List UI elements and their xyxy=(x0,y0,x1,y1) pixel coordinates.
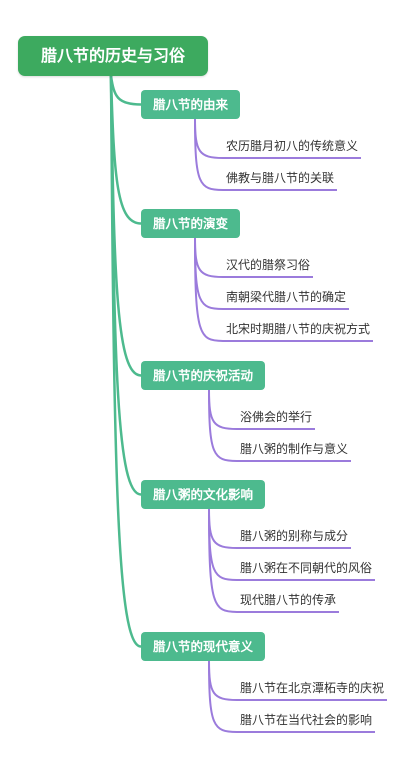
branch-line xyxy=(109,74,143,225)
branch-line xyxy=(109,74,143,648)
topic-celebrations[interactable]: 腊八节的庆祝活动 xyxy=(141,361,266,390)
subtopic-modern-heritage[interactable]: 现代腊八节的传承 xyxy=(237,592,340,613)
root-topic[interactable]: 腊八节的历史与习俗 xyxy=(18,36,208,76)
subtopic-contemporary-impact[interactable]: 腊八节在当代社会的影响 xyxy=(237,712,376,733)
leaf-line xyxy=(208,660,238,733)
subtopic-porridge-making[interactable]: 腊八粥的制作与意义 xyxy=(237,441,352,462)
leaf-line xyxy=(208,389,238,430)
leaf-line xyxy=(208,508,238,549)
subtopic-tanzhe-temple[interactable]: 腊八节在北京潭柘寺的庆祝 xyxy=(237,680,388,701)
topic-modern-significance[interactable]: 腊八节的现代意义 xyxy=(141,632,266,661)
topic-evolution[interactable]: 腊八节的演变 xyxy=(141,209,241,238)
leaf-line xyxy=(194,237,224,342)
leaf-line xyxy=(208,660,238,701)
leaf-line xyxy=(208,508,238,581)
subtopic-lunar-meaning[interactable]: 农历腊月初八的传统意义 xyxy=(223,138,362,159)
leaf-line xyxy=(208,389,238,462)
leaf-line xyxy=(194,118,224,159)
subtopic-song-dynasty[interactable]: 北宋时期腊八节的庆祝方式 xyxy=(223,321,374,342)
topic-porridge-culture[interactable]: 腊八粥的文化影响 xyxy=(141,480,266,509)
subtopic-han-dynasty[interactable]: 汉代的腊祭习俗 xyxy=(223,257,314,278)
subtopic-porridge-customs[interactable]: 腊八粥在不同朝代的风俗 xyxy=(237,560,376,581)
subtopic-liang-dynasty[interactable]: 南朝梁代腊八节的确定 xyxy=(223,289,350,310)
leaf-line xyxy=(194,118,224,191)
branch-line xyxy=(109,74,143,106)
leaf-line xyxy=(208,508,238,613)
leaf-line xyxy=(194,237,224,278)
subtopic-porridge-names[interactable]: 腊八粥的别称与成分 xyxy=(237,528,352,549)
subtopic-buddhism-link[interactable]: 佛教与腊八节的关联 xyxy=(223,170,338,191)
subtopic-bathing-buddha[interactable]: 浴佛会的举行 xyxy=(237,409,316,430)
leaf-line xyxy=(194,237,224,310)
topic-origin[interactable]: 腊八节的由来 xyxy=(141,90,241,119)
